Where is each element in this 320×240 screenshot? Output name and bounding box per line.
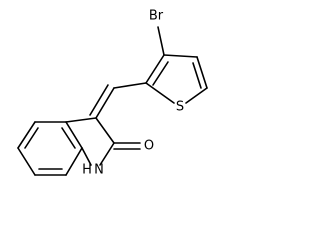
bond-c3a-c3 <box>65 117 97 123</box>
bond-thiophene-c4-c5-inner <box>192 62 202 89</box>
molecule-diagram: Br S O N H <box>17 9 208 178</box>
bond-c3-c2 <box>95 117 115 144</box>
oxygen-label: O <box>144 139 154 154</box>
bond-c2-n1 <box>99 142 115 166</box>
bond-thiophene-c3-c4 <box>163 54 198 58</box>
bond-vinyl-thiophene <box>113 82 147 89</box>
bond-benzene-6-inner <box>61 127 76 149</box>
hydrogen-label: H <box>82 163 92 178</box>
bond-benzene-2 <box>17 121 36 149</box>
bond-thiophene-c4-c5 <box>196 56 208 89</box>
bond-benzene-3 <box>17 147 36 176</box>
bond-thiophene-c5-s <box>185 87 208 104</box>
nitrogen-label: N <box>94 163 104 178</box>
sulfur-label: S <box>176 100 184 115</box>
bond-thiophene-c2-c3-inner <box>152 61 169 86</box>
bond-benzene-2-inner <box>24 127 39 149</box>
bond-benzene-6 <box>65 121 83 149</box>
bond-benzene-5 <box>65 147 83 176</box>
bond-thiophene-c2-c3 <box>145 54 165 84</box>
bond-c-br <box>157 26 165 56</box>
bond-exocyclic-2 <box>89 84 109 116</box>
bond-n1-c7a <box>81 147 92 166</box>
bond-thiophene-s-c2 <box>145 82 175 104</box>
bromine-label: Br <box>149 9 164 24</box>
bond-exocyclic-1 <box>95 87 115 119</box>
